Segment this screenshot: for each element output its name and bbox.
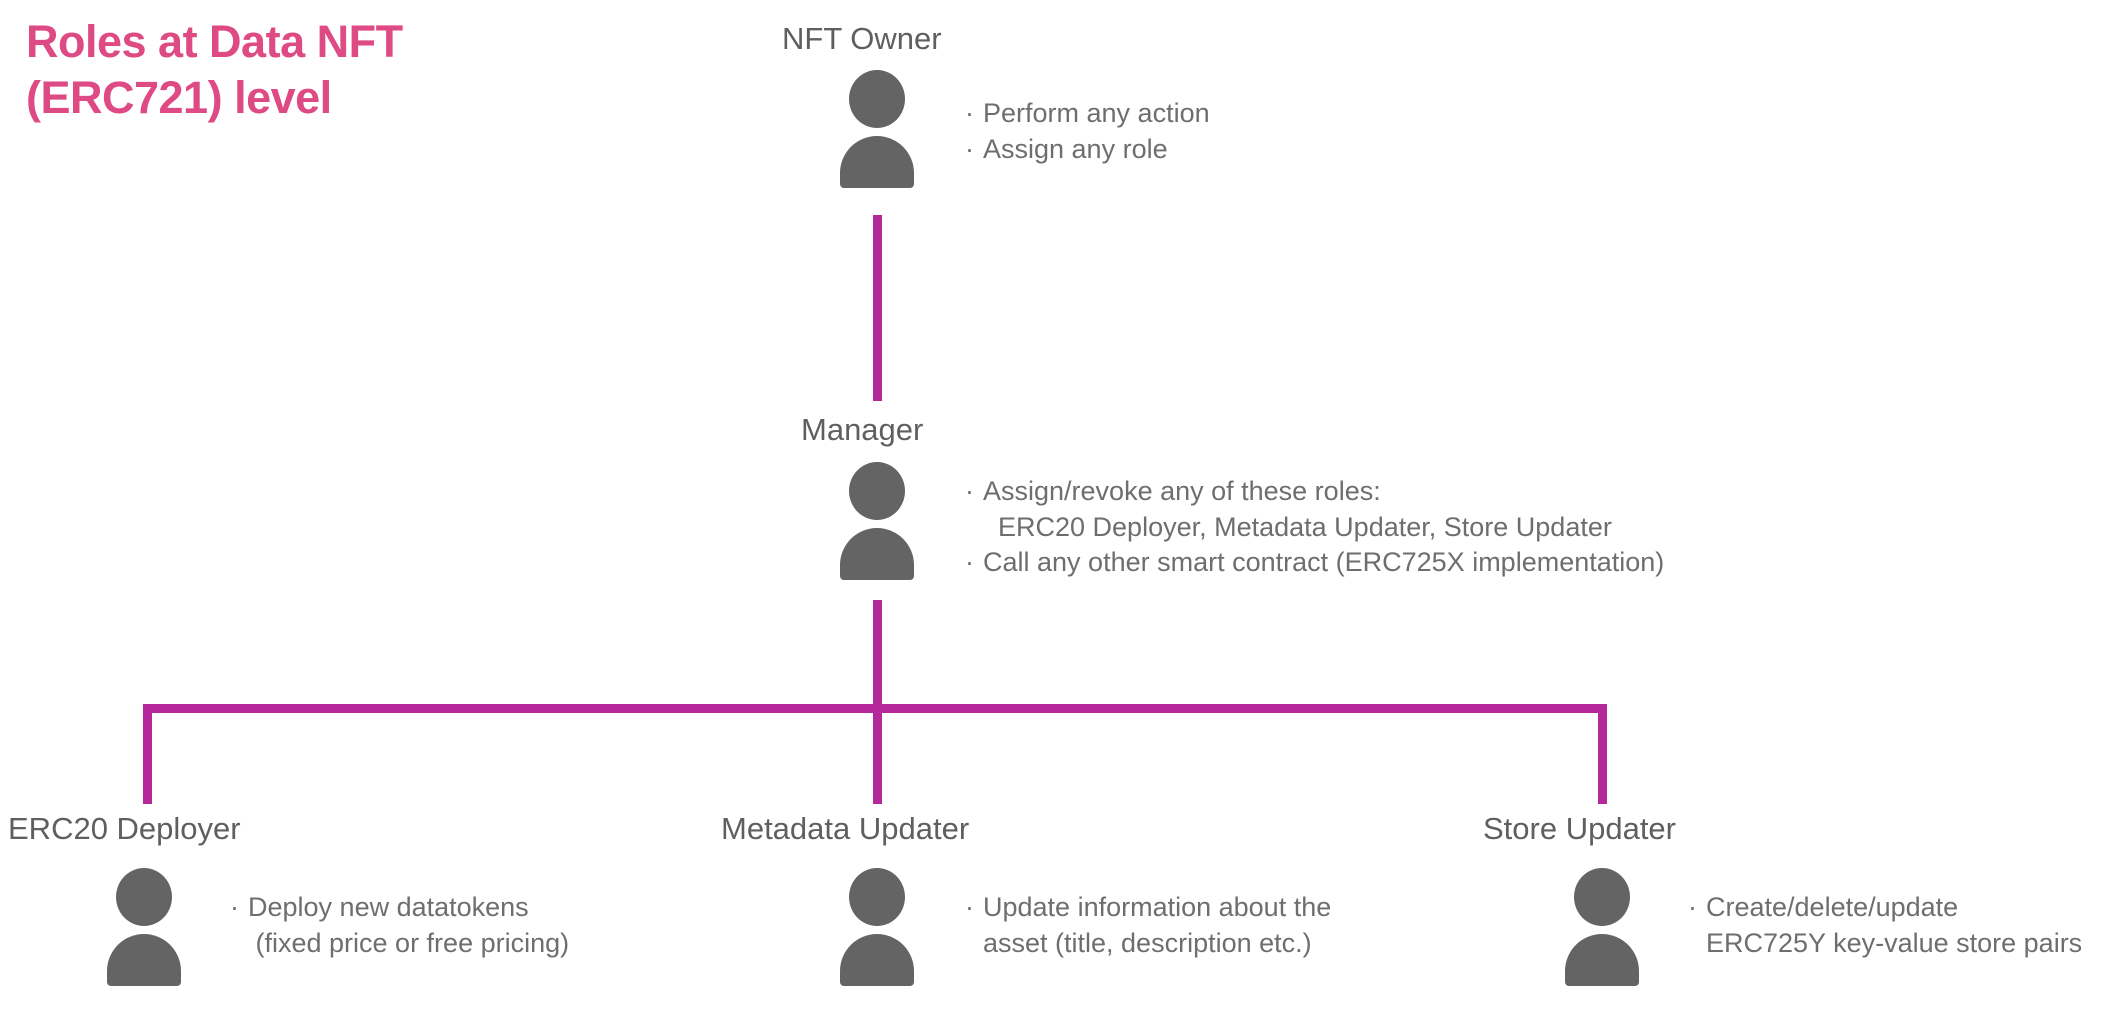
role-label-nft-owner: NFT Owner	[782, 21, 942, 56]
connector-drop-metadata-updater	[873, 704, 882, 804]
connector-manager-to-bus	[873, 600, 882, 712]
bullet-list-metadata-updater: Update information about the asset (titl…	[965, 890, 1453, 961]
person-body-icon	[1565, 934, 1639, 986]
role-label-store-updater: Store Updater	[1483, 811, 1676, 846]
person-head-icon	[116, 868, 172, 926]
person-head-icon	[849, 70, 905, 128]
list-item: Deploy new datatokens	[248, 890, 728, 926]
person-head-icon	[849, 868, 905, 926]
connector-owner-to-manager	[873, 215, 882, 401]
role-label-manager: Manager	[801, 412, 924, 447]
connector-drop-erc20-deployer	[143, 704, 152, 804]
connector-drop-store-updater	[1598, 704, 1607, 804]
person-body-icon	[840, 136, 914, 188]
person-body-icon	[840, 934, 914, 986]
bullet-list-manager: Assign/revoke any of these roles: ERC20 …	[965, 474, 1903, 581]
list-item: Assign any role	[983, 132, 1503, 168]
list-item: asset (title, description etc.)	[983, 927, 1312, 958]
bullet-list-nft-owner: Perform any action Assign any role	[965, 96, 1503, 167]
list-item: Update information about the	[983, 890, 1453, 926]
bullet-list-erc20-deployer: Deploy new datatokens (fixed price or fr…	[230, 890, 728, 961]
role-label-erc20-deployer: ERC20 Deployer	[8, 811, 241, 846]
person-icon-store-updater	[1565, 868, 1639, 986]
person-body-icon	[107, 934, 181, 986]
person-icon-metadata-updater	[840, 868, 914, 986]
list-item: Call any other smart contract (ERC725X i…	[983, 545, 1903, 581]
list-item: (fixed price or free pricing)	[248, 927, 570, 958]
list-item: Assign/revoke any of these roles:	[983, 474, 1903, 510]
person-head-icon	[849, 462, 905, 520]
person-icon-manager	[840, 462, 914, 580]
bullet-list-store-updater: Create/delete/update ERC725Y key-value s…	[1688, 890, 2111, 961]
list-item: Create/delete/update	[1706, 890, 2111, 926]
list-item: Perform any action	[983, 96, 1503, 132]
person-icon-nft-owner	[840, 70, 914, 188]
page-title: Roles at Data NFT (ERC721) level	[26, 16, 403, 123]
role-label-metadata-updater: Metadata Updater	[721, 811, 970, 846]
person-body-icon	[840, 528, 914, 580]
person-head-icon	[1574, 868, 1630, 926]
list-item: ERC20 Deployer, Metadata Updater, Store …	[983, 511, 1612, 542]
person-icon-erc20-deployer	[107, 868, 181, 986]
list-item: ERC725Y key-value store pairs	[1706, 927, 2083, 958]
